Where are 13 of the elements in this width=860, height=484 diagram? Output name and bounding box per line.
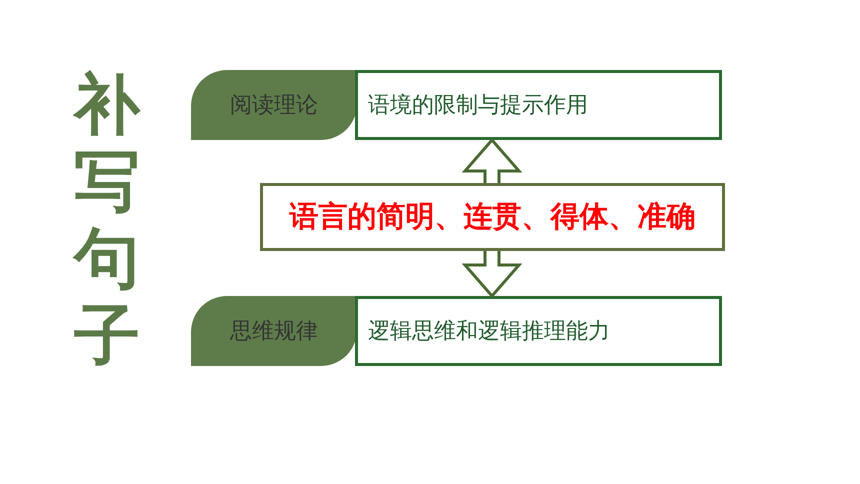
category-tab bbox=[191, 70, 357, 140]
content-box bbox=[355, 296, 722, 366]
hollow-arrow bbox=[462, 250, 522, 298]
node-label: 阅读理论 bbox=[230, 92, 318, 120]
hollow-arrow bbox=[462, 138, 522, 184]
node-label: 逻辑思维和逻辑推理能力 bbox=[368, 318, 610, 346]
content-box bbox=[355, 70, 722, 140]
topic-box bbox=[260, 183, 725, 251]
node-label: 语境的限制与提示作用 bbox=[368, 92, 588, 120]
category-tab bbox=[191, 296, 357, 366]
title: 补写句子 bbox=[72, 66, 142, 374]
node-label: 思维规律 bbox=[230, 318, 318, 346]
node-label: 语言的简明、连贯、得体、准确 bbox=[290, 198, 696, 235]
